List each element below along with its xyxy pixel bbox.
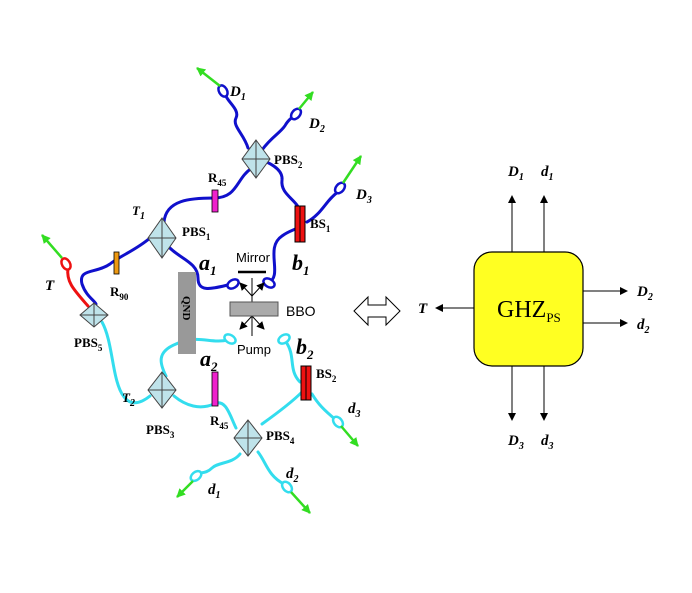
fiber-a2-pbs3 [159, 337, 230, 378]
coupler-d2 [289, 107, 303, 121]
label-d1: D1 [229, 84, 246, 103]
coupler-b2 [277, 333, 291, 345]
arrow-d2 [298, 91, 314, 110]
fiber-pbs3-pbs5 [100, 320, 152, 405]
label-d3-small: d3 [348, 401, 361, 420]
arrow-d3 [341, 155, 363, 184]
coupler-a2 [223, 333, 237, 345]
bbo-label: BBO [286, 303, 316, 319]
coupler-a1 [226, 278, 240, 290]
fiber-bs2-pbs4 [260, 390, 304, 426]
fiber-pbs4-d2 [256, 450, 286, 486]
pbs2 [241, 139, 271, 179]
coupler-d1-small [189, 469, 203, 483]
arrow-d1-small [176, 480, 194, 498]
label-b2: b2 [296, 334, 314, 362]
pbs4 [233, 419, 263, 457]
arrow-d3-small [340, 425, 359, 447]
box-label-d1: D1 [507, 164, 524, 183]
detector-arrows [41, 67, 363, 514]
box-label-t: T [418, 301, 428, 317]
mirror-label: Mirror [236, 250, 271, 265]
coupler-b1 [262, 277, 276, 289]
fiber-pbs2-d1 [224, 94, 250, 150]
label-d1-small: d1 [208, 482, 221, 501]
label-r90: R90 [110, 284, 129, 302]
label-t2: T2 [122, 390, 135, 409]
label-a2: a2 [200, 346, 218, 374]
fiber-bs1-pbs2 [260, 158, 302, 216]
qnd-element [178, 272, 196, 354]
fiber-bs2-d3 [310, 392, 338, 422]
box-label-d3-small: d3 [541, 433, 554, 452]
equivalence-double-arrow [353, 295, 401, 327]
ghz-box-title: GHZPS [497, 297, 561, 325]
ghz-box-outputs [435, 195, 628, 421]
fiber-bs1-d3 [305, 190, 340, 224]
qnd-label: QND [180, 296, 192, 321]
fiber-pbs4-d1 [196, 452, 242, 476]
label-pbs5: PBS5 [74, 335, 103, 353]
label-bs2: BS2 [316, 366, 337, 384]
arrow-t [41, 234, 63, 259]
arrow-d2-small [290, 491, 311, 514]
label-pbs4: PBS4 [266, 428, 295, 446]
fiber-couplers [60, 84, 347, 494]
label-r45-top: R45 [208, 170, 227, 188]
box-label-d1-small: d1 [541, 164, 554, 183]
label-t: T [45, 278, 55, 294]
arrow-d1 [196, 67, 221, 87]
bs2 [300, 365, 312, 401]
label-pbs1: PBS1 [182, 224, 211, 242]
coupler-d2-small [280, 480, 294, 494]
pbs-diamonds [79, 139, 271, 457]
label-pbs2: PBS2 [274, 152, 303, 170]
pbs1 [147, 217, 177, 259]
pbs3 [147, 371, 177, 409]
label-r45-bottom: R45 [210, 413, 229, 431]
box-label-d3: D3 [507, 433, 524, 452]
pump-label: Pump [237, 342, 271, 357]
label-pbs3: PBS3 [146, 422, 175, 440]
label-bs1: BS1 [310, 216, 331, 234]
r45-bottom [211, 371, 219, 407]
label-d2-small: d2 [286, 466, 299, 485]
label-t1: T1 [132, 203, 145, 222]
coupler-d3 [333, 181, 347, 195]
fiber-a1-pbs1 [166, 244, 234, 290]
fiber-pbs2-d2 [260, 114, 296, 152]
label-b1: b1 [292, 250, 310, 278]
pbs5 [79, 302, 109, 328]
r90 [113, 251, 120, 275]
label-a1: a1 [199, 250, 217, 278]
fiber-b2-bs2 [284, 340, 302, 384]
coupler-t [60, 257, 72, 271]
fiber-pbs5-t [66, 266, 90, 308]
r45-top [211, 189, 219, 213]
bs1 [294, 205, 306, 243]
box-label-d2: D2 [636, 284, 653, 303]
bbo-crystal [229, 301, 279, 317]
ghz-box [473, 251, 584, 367]
box-label-d2-small: d2 [637, 317, 650, 336]
fiber-pbs1-pbs5 [79, 236, 152, 306]
label-d2: D2 [308, 116, 325, 135]
label-d3: D3 [355, 187, 372, 206]
